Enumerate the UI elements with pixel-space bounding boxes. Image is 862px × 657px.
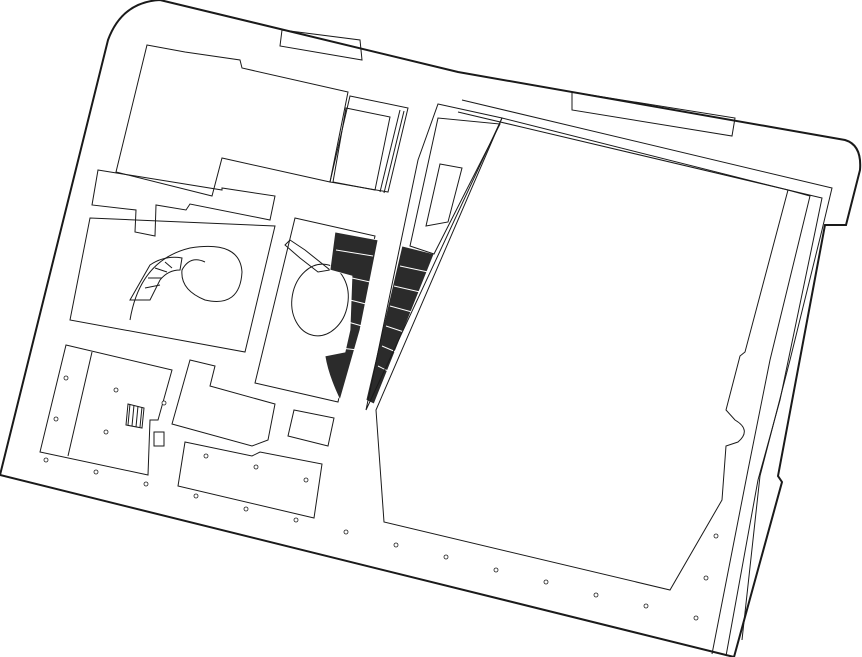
hall-right-divider-1 <box>400 266 428 272</box>
dot <box>114 388 118 392</box>
annex-line-1 <box>380 110 400 192</box>
hall-right-divider-6 <box>378 366 390 372</box>
hall-left-divider-4 <box>348 322 362 326</box>
stair-tread-1 <box>145 285 160 288</box>
sw-building-a-divider <box>68 352 92 456</box>
dot <box>694 616 698 620</box>
hall-rooms-right <box>366 246 434 404</box>
dot <box>144 482 148 486</box>
sw-stair-t2 <box>132 405 134 426</box>
sw-stair-t1 <box>128 404 130 425</box>
central-stair <box>285 240 330 272</box>
hall-left-divider-2 <box>352 278 370 282</box>
hall-right-divider-2 <box>394 286 420 292</box>
dot <box>544 580 548 584</box>
hall-rooms-left <box>325 232 378 400</box>
dot <box>54 417 58 421</box>
dot <box>444 555 448 559</box>
dot <box>394 543 398 547</box>
dot <box>204 454 208 458</box>
hall-left-divider-3 <box>350 300 366 304</box>
sw-stair-t3 <box>136 406 138 427</box>
dot <box>304 478 308 482</box>
hall-left-divider-5 <box>340 348 358 350</box>
south-block-c <box>288 410 334 446</box>
dot <box>344 530 348 534</box>
dot <box>494 568 498 572</box>
dot <box>44 458 48 462</box>
dot <box>704 576 708 580</box>
hall-right-divider-3 <box>390 306 412 312</box>
sw-stair <box>126 404 144 428</box>
dot <box>104 430 108 434</box>
hall-right-divider-4 <box>386 326 404 332</box>
dot <box>162 401 166 405</box>
stepped-strip <box>92 170 275 236</box>
stair-tread-4 <box>165 262 172 268</box>
dot <box>594 593 598 597</box>
wedge-inner <box>410 118 500 254</box>
dot <box>244 507 248 511</box>
hall-left-divider-1 <box>336 250 373 256</box>
main-hall <box>376 118 788 590</box>
dot <box>94 470 98 474</box>
oval-court <box>291 263 349 337</box>
south-block-b <box>172 360 275 446</box>
top-strip-block <box>280 30 362 60</box>
annex-line-2 <box>384 111 404 193</box>
main-hall-outer-frame <box>462 100 832 640</box>
north-west-building <box>116 45 348 196</box>
dot <box>194 494 198 498</box>
right-top-strip <box>572 92 735 136</box>
dot <box>644 604 648 608</box>
dot <box>294 518 298 522</box>
north-west-annex <box>330 96 408 192</box>
marker-dots <box>44 376 718 620</box>
spiral-stair <box>130 257 182 300</box>
west-block <box>70 218 275 352</box>
main-hall-frame-2 <box>458 112 822 656</box>
sw-small-box <box>154 432 164 446</box>
dot <box>714 534 718 538</box>
stair-tread-3 <box>155 268 167 272</box>
sw-building-a <box>40 345 172 475</box>
wedge-strip <box>366 104 502 410</box>
dot <box>64 376 68 380</box>
dot <box>254 465 258 469</box>
main-hall-frame-3 <box>712 190 810 654</box>
sw-stair-t4 <box>140 407 142 427</box>
south-block-d <box>178 442 322 518</box>
wedge-slot <box>426 164 462 226</box>
central-block <box>255 218 375 402</box>
north-west-annex-inner <box>333 108 390 190</box>
